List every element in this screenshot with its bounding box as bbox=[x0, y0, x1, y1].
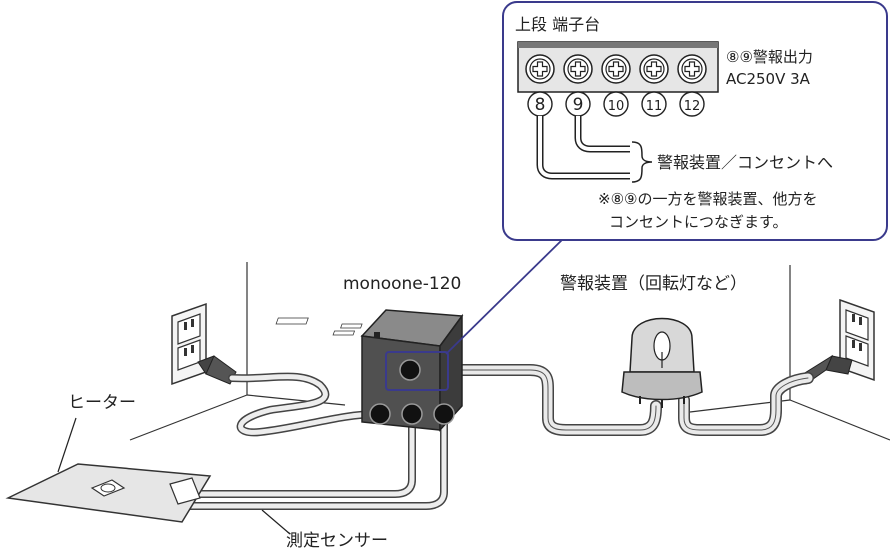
terminal-number-label: 8 bbox=[535, 95, 546, 115]
device-monoone-120 bbox=[275, 309, 464, 432]
alarm-output-label: ⑧⑨警報出力 bbox=[726, 48, 813, 66]
terminal-number-11: 11 bbox=[641, 91, 667, 117]
heater-leader-line bbox=[57, 417, 77, 473]
alarm-device-label: 警報装置（回転灯など） bbox=[560, 274, 747, 294]
alarm-lamp bbox=[621, 317, 703, 408]
terminal-highlight-box bbox=[385, 351, 449, 391]
terminal-screw-10 bbox=[601, 54, 631, 84]
terminal-screw-12 bbox=[677, 54, 707, 84]
terminal-screw-11 bbox=[639, 54, 669, 84]
terminal-number-label: 9 bbox=[573, 95, 584, 115]
terminal-number-12: 12 bbox=[679, 91, 705, 117]
terminal-screw-8 bbox=[525, 54, 555, 84]
wiring-note-line1: ※⑧⑨の一方を警報装置、他方を bbox=[598, 190, 817, 208]
sensor-leader-line bbox=[261, 509, 291, 535]
terminal-number-10: 10 bbox=[603, 91, 629, 117]
wire-brace bbox=[631, 141, 653, 183]
callout-connector bbox=[445, 235, 567, 355]
terminal-number-9: 9 bbox=[565, 91, 591, 117]
terminal-number-label: 12 bbox=[684, 99, 701, 114]
wiring-note-line2: コンセントにつなぎます。 bbox=[609, 213, 788, 231]
terminal-callout: 8 9 10 11 12 上段 端子台 ⑧⑨警報出力 AC250V 3A 警報装置／コン… bbox=[502, 1, 888, 241]
wire-destination-label: 警報装置／コンセントへ bbox=[657, 153, 833, 172]
device-label: monoone-120 bbox=[343, 274, 461, 294]
callout-title: 上段 端子台 bbox=[515, 15, 600, 34]
heater-pad bbox=[5, 463, 212, 523]
sensor-label: 測定センサー bbox=[286, 531, 388, 551]
terminal-numbers: 8 9 10 11 12 bbox=[527, 91, 705, 117]
left-wall bbox=[129, 262, 346, 441]
terminal-number-8: 8 bbox=[527, 91, 553, 117]
terminal-screws bbox=[525, 54, 707, 84]
terminal-screw-9 bbox=[563, 54, 593, 84]
left-wall-outlet bbox=[171, 302, 207, 386]
terminal-number-label: 10 bbox=[608, 99, 625, 114]
terminal-number-label: 11 bbox=[646, 99, 663, 114]
heater-label: ヒーター bbox=[68, 393, 136, 413]
alarm-output-rating: AC250V 3A bbox=[726, 70, 811, 88]
